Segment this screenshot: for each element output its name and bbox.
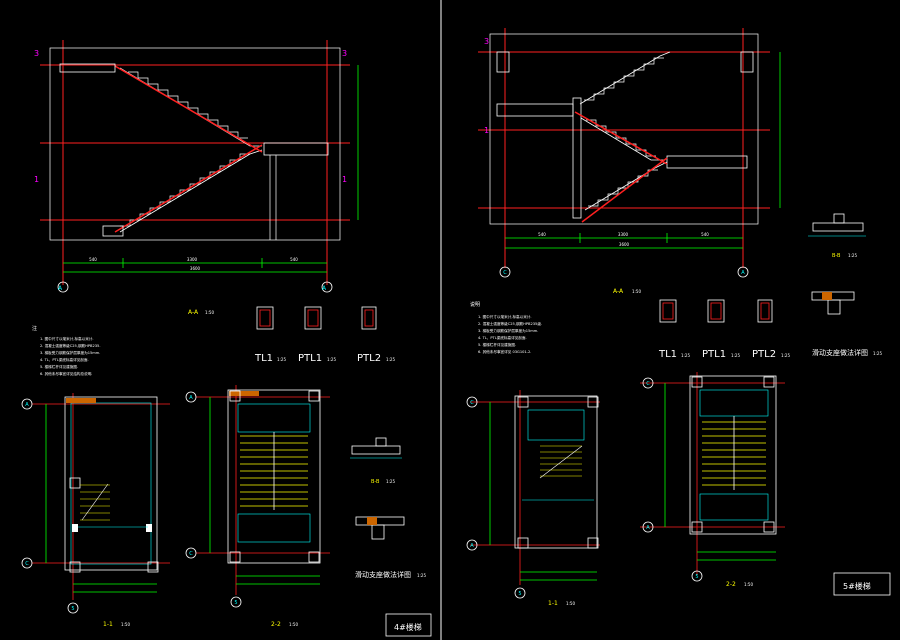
- left-plan1-scale: 1:50: [121, 622, 130, 627]
- right-beam-scale-1: 1:25: [681, 353, 690, 358]
- left-beam-details: [256, 306, 377, 330]
- right-beam-details: [659, 291, 855, 323]
- left-plan2-scale: 1:50: [289, 622, 298, 627]
- right-plan2-axis-c: C: [646, 381, 650, 387]
- right-beam-label-3: PTL2: [752, 349, 776, 360]
- left-section-title: A-A: [188, 309, 199, 316]
- left-note-4: 4. TL、PTL梁底标高详见剖面.: [40, 357, 89, 362]
- right-note-2: 2. 混凝土强度等级C25,钢筋HPB235级.: [478, 321, 542, 326]
- left-beam-label-2: PTL1: [298, 353, 322, 364]
- right-sheet-name-box: [833, 572, 891, 596]
- right-plan2-axis-5: 5: [695, 574, 698, 580]
- left-sheet-name-box: [385, 613, 432, 637]
- right-dim-3: 540: [701, 232, 709, 237]
- left-beam-scale-3: 1:25: [386, 357, 395, 362]
- left-joint-detail-title: 滑动支座做法详图: [355, 570, 411, 579]
- left-plan-1: [21, 393, 170, 614]
- right-plan1-scale: 1:50: [566, 601, 575, 606]
- right-notes: 说明 1. 图中尺寸以毫米计,标高以米计. 2. 混凝土强度等级C25,钢筋HP…: [470, 301, 542, 354]
- right-dim-1: 540: [538, 232, 546, 237]
- left-beam-label-3: PTL2: [357, 353, 381, 364]
- left-joint-detail-scale: 1:25: [417, 573, 426, 578]
- right-plan-2: [640, 372, 785, 582]
- left-plan1-axis-5: 5: [71, 606, 74, 612]
- left-level-mark-4: 1: [342, 175, 347, 184]
- right-level-mark-1: 3: [484, 37, 489, 46]
- right-beam-scale-2: 1:25: [731, 353, 740, 358]
- left-level-mark-1: 3: [34, 49, 39, 58]
- left-beam-scale-2: 1:25: [327, 357, 336, 362]
- right-note-5: 5. 楼梯栏杆详见建施图.: [478, 342, 516, 347]
- right-level-mark-2: 1: [484, 126, 489, 135]
- left-note-5: 5. 楼梯栏杆详见建施图.: [40, 364, 78, 369]
- right-axis-label-2: A: [741, 270, 745, 276]
- left-small-section-scale: 1:25: [386, 479, 395, 484]
- right-sheet-name: 5#楼梯: [843, 581, 871, 591]
- left-plan2-axis-5: 5: [234, 600, 237, 606]
- left-section-elevation: [40, 40, 359, 293]
- right-top-small-detail: [808, 213, 866, 237]
- left-beam-scale-1: 1:25: [277, 357, 286, 362]
- left-plan1-axis-c: C: [25, 561, 29, 567]
- left-beam-label-1: TL1: [254, 353, 273, 364]
- left-dim-1: 540: [89, 257, 97, 262]
- right-small-section-scale: 1:25: [848, 253, 857, 258]
- right-plan1-axis-c: C: [470, 400, 474, 406]
- right-notes-heading: 说明: [470, 301, 480, 308]
- left-small-details: [350, 437, 405, 540]
- left-note-6: 6. 其他未尽事宜详见结构总说明.: [40, 371, 92, 376]
- left-plan1-axis-a: A: [25, 402, 29, 408]
- left-plan2-axis-c: C: [189, 551, 193, 557]
- right-joint-detail-title: 滑动支座做法详图: [812, 348, 868, 357]
- right-dim-4: 3600: [619, 242, 630, 247]
- right-small-section-title: B-B: [832, 253, 841, 259]
- left-notes-heading: 注: [32, 325, 37, 332]
- left-note-3: 3. 梯板受力钢筋保护层厚度为15mm.: [40, 350, 100, 355]
- left-plan-2: [185, 385, 330, 608]
- right-axis-label-1: C: [503, 270, 507, 276]
- right-note-3: 3. 梯板受力钢筋保护层厚度为15mm.: [478, 328, 538, 333]
- left-dim-4: 3600: [190, 266, 201, 271]
- right-beam-scale-3: 1:25: [781, 353, 790, 358]
- left-level-mark-3: 3: [342, 49, 347, 58]
- left-notes: 注 1. 图中尺寸以毫米计,标高以米计. 2. 混凝土强度等级C25,钢筋HPB…: [32, 325, 100, 376]
- left-plan2-title: 2-2: [271, 621, 281, 628]
- left-dim-3: 540: [290, 257, 298, 262]
- right-beam-label-2: PTL1: [702, 349, 726, 360]
- left-note-2: 2. 混凝土强度等级C25,钢筋HPB235.: [40, 343, 100, 348]
- left-sheet-name: 4#楼梯: [394, 622, 422, 632]
- left-plan2-axis-a: A: [189, 395, 193, 401]
- right-section-scale: 1:50: [632, 289, 641, 294]
- right-plan2-title: 2-2: [726, 581, 736, 588]
- right-section-title: A-A: [613, 288, 624, 295]
- left-axis-label-1: A: [58, 285, 63, 292]
- left-plan1-title: 1-1: [103, 621, 113, 628]
- left-section-scale: 1:50: [205, 310, 214, 315]
- right-note-6: 6. 其他未尽事宜详见 03G101-2.: [478, 349, 531, 354]
- right-plan-1: [466, 390, 600, 599]
- right-plan1-axis-5: 5: [518, 591, 521, 597]
- right-plan2-axis-a: A: [646, 525, 650, 531]
- left-note-1: 1. 图中尺寸以毫米计,标高以米计.: [40, 336, 94, 341]
- right-plan2-scale: 1:50: [744, 582, 753, 587]
- right-section-elevation: [478, 28, 781, 278]
- right-beam-label-1: TL1: [658, 349, 677, 360]
- right-note-1: 1. 图中尺寸以毫米计,标高以米计.: [478, 314, 532, 319]
- right-note-4: 4. TL、PTL梁底标高详见剖面.: [478, 335, 527, 340]
- right-dim-2: 3300: [618, 232, 629, 237]
- left-dim-2: 3300: [187, 257, 198, 262]
- left-level-mark-2: 1: [34, 175, 39, 184]
- left-small-section-title: B-B: [371, 479, 380, 485]
- right-joint-detail-scale: 1:25: [873, 351, 882, 356]
- right-plan1-title: 1-1: [548, 600, 558, 607]
- left-axis-label-2: A: [322, 285, 327, 292]
- right-plan1-axis-a: A: [470, 543, 474, 549]
